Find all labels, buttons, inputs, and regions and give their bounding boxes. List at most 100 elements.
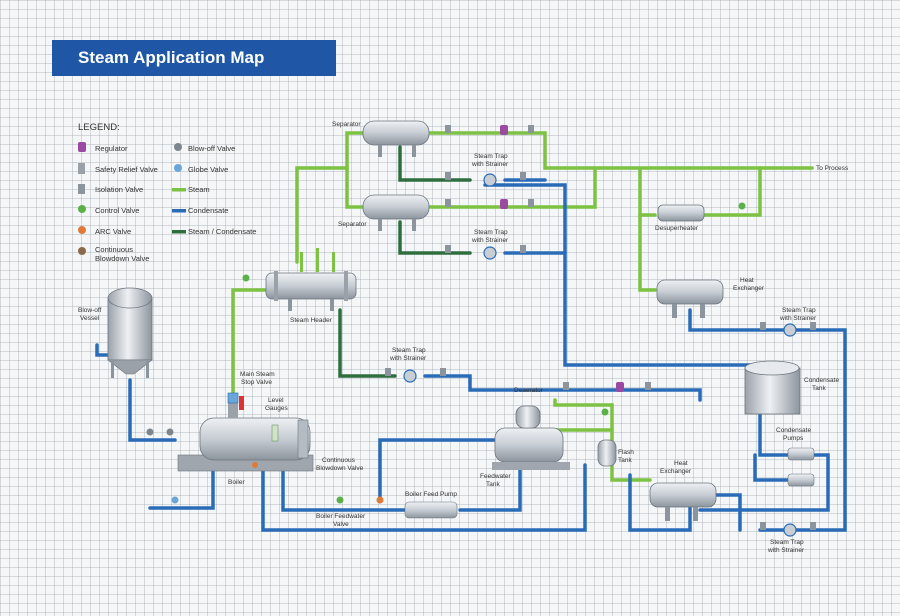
arc-valve-icon[interactable] [252, 462, 258, 468]
isolation-valves [385, 125, 816, 530]
isolation-valve-icon[interactable] [520, 172, 526, 180]
regulator-icon[interactable] [616, 382, 624, 392]
blow-off-vessel [107, 287, 153, 378]
isolation-valve-icon[interactable] [445, 125, 451, 133]
legend-steam-condensate: Steam / Condensate [188, 227, 256, 236]
label-condensate-pumps-l1: Condensate [776, 427, 811, 434]
isolation-valve-icon[interactable] [760, 322, 766, 330]
boiler [177, 398, 314, 472]
legend-isolation-valve: Isolation Valve [95, 185, 143, 194]
steam-trap-icon[interactable] [783, 323, 797, 337]
label-steam-trap-2-l2: with Strainer [471, 237, 509, 244]
label-steam-trap-4-l1: Steam Trap [782, 307, 816, 314]
label-condensate-pumps-l2: Pumps [783, 435, 804, 442]
condensate-pumps [787, 447, 815, 487]
label-steam-trap-5-l2: with Strainer [767, 547, 805, 554]
label-to-process: To Process [816, 165, 849, 172]
blowdown-line [148, 468, 215, 510]
isolation-valve-icon[interactable] [760, 522, 766, 530]
label-separator-mid: Separator [338, 221, 367, 228]
steam-condensate-lines [338, 145, 472, 378]
label-condensate-tank-l1: Condensate [804, 377, 839, 384]
heat-exchanger-bottom [649, 482, 717, 521]
steam-to-separator-2 [345, 166, 365, 209]
isolation-valve-icon[interactable] [810, 522, 816, 530]
stop-valve-handle [239, 396, 244, 410]
condensate-pumps-right [698, 453, 830, 512]
steam-trap-icon[interactable] [483, 246, 497, 260]
label-boiler: Boiler [228, 479, 245, 486]
label-heat-exchanger-top-l2: Exchanger [733, 285, 765, 292]
isolation-valve-icon[interactable] [528, 199, 534, 207]
regulator-icon [78, 142, 86, 152]
globe-valve-icon [174, 164, 182, 172]
label-heat-exchanger-bottom-l1: Heat [674, 460, 688, 467]
isolation-valve-icon[interactable] [445, 245, 451, 253]
label-deaerator: Deaerator [514, 387, 544, 394]
condensate-tank-to-pumps [758, 408, 792, 457]
label-boiler-feed-pump: Boiler Feed Pump [405, 491, 457, 498]
control-valve-icon[interactable] [601, 408, 609, 416]
isolation-valve-icon[interactable] [440, 368, 446, 376]
label-feedwater-tank-l1: Feedwater [480, 473, 512, 480]
isolation-valve-icon[interactable] [528, 125, 534, 133]
label-boiler-feedwater-valve-l2: Valve [333, 521, 349, 528]
label-blow-off-vessel-l1: Blow-off [78, 307, 102, 314]
desuperheater [657, 204, 705, 222]
feedwater-to-deaerator [378, 438, 502, 502]
control-valve-icon[interactable] [336, 496, 344, 504]
blow-off-valve-icon[interactable] [146, 428, 154, 436]
legend-continuous-blowdown-valve-line2: Blowdown Valve [95, 254, 149, 263]
legend-control-valve: Control Valve [95, 206, 139, 215]
condensate-pumps-out [753, 453, 792, 482]
steam-trap-icon[interactable] [403, 369, 417, 383]
label-flash-tank-l2: Tank [618, 457, 632, 464]
steam-to-deaerator [553, 398, 614, 432]
isolation-valve-icon[interactable] [520, 245, 526, 253]
separator-top [362, 120, 430, 157]
legend-heading: LEGEND: [78, 122, 120, 133]
regulators [500, 125, 624, 392]
steam-header-riser [295, 131, 365, 264]
isolation-valve-icon[interactable] [385, 368, 391, 376]
label-level-gauges-l2: Gauges [265, 405, 289, 412]
isolation-valve-icon[interactable] [563, 382, 569, 390]
flash-tank [597, 439, 617, 467]
isolation-valve-icon[interactable] [445, 172, 451, 180]
sc-separator-mid-drain [398, 220, 472, 255]
isolation-valve-icon[interactable] [810, 322, 816, 330]
regulator-icon[interactable] [500, 199, 508, 209]
legend: LEGEND: Regulator Safety Relief Valve Is… [78, 122, 256, 263]
steam-trap-icon[interactable] [783, 523, 797, 537]
label-steam-trap-1-l2: with Strainer [471, 161, 509, 168]
blow-off-valve-icon [174, 143, 182, 151]
sc-separator-top-drain [398, 145, 472, 182]
steam-header [265, 248, 357, 311]
label-desuperheater: Desuperheater [655, 225, 699, 232]
label-feedwater-tank-l2: Tank [486, 481, 500, 488]
label-steam-trap-2-l1: Steam Trap [474, 229, 508, 236]
blow-off-valve-icon[interactable] [166, 428, 174, 436]
globe-valve-icon[interactable] [171, 496, 179, 504]
condensate-lines [95, 178, 847, 532]
main-steam-stop-valve-icon[interactable] [227, 392, 239, 404]
isolation-valve-icon[interactable] [645, 382, 651, 390]
control-valve-icon[interactable] [738, 202, 746, 210]
sc-header-drain [338, 308, 397, 378]
legend-globe-valve: Globe Valve [188, 165, 228, 174]
arc-valve-icon[interactable] [376, 496, 384, 504]
steam-separator-top-out [428, 131, 597, 170]
steam-separator-mid-out [428, 166, 762, 209]
steam-trap-icon[interactable] [483, 173, 497, 187]
regulator-icon[interactable] [500, 125, 508, 135]
blow-off-line [128, 378, 177, 442]
control-valve-icon[interactable] [242, 274, 250, 282]
label-flash-tank-l1: Flash [618, 449, 634, 456]
label-condensate-tank-l2: Tank [812, 385, 826, 392]
isolation-valve-icon[interactable] [445, 199, 451, 207]
condensate-main-return [483, 183, 752, 367]
legend-blow-off-valve: Blow-off Valve [188, 144, 235, 153]
label-steam-trap-4-l2: with Strainer [779, 315, 817, 322]
